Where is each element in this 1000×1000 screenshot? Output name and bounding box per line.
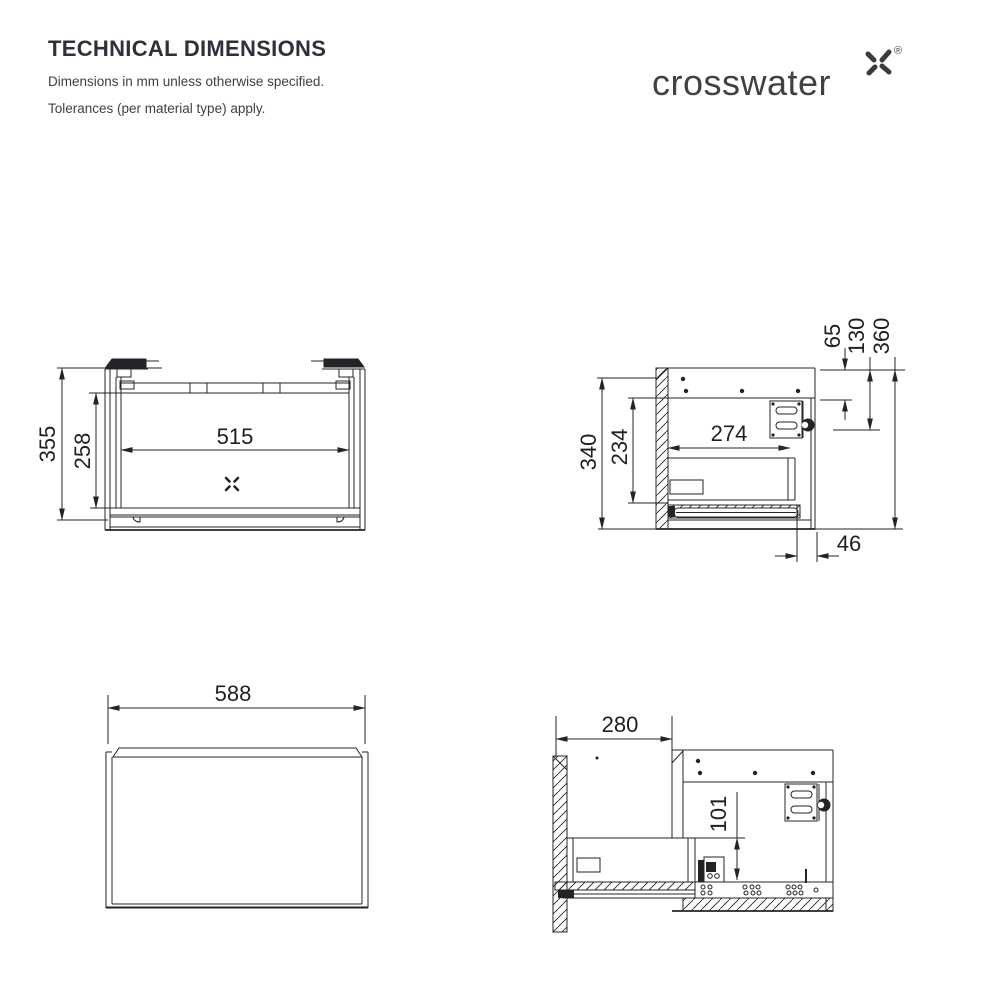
- note-units: Dimensions in mm unless otherwise specif…: [48, 74, 325, 89]
- panel-section-hatch: [655, 367, 669, 530]
- wall-bracket-left: [105, 358, 159, 390]
- dim-label-carcass-height: 340: [576, 434, 601, 471]
- dim-label-hanger-top: 65: [820, 324, 845, 348]
- view-side-open: 280: [552, 712, 834, 933]
- dim-label-hanger-bottom: 130: [844, 318, 869, 355]
- dim-234: 234: [607, 397, 668, 504]
- brand-logo-text: crosswater: [652, 62, 832, 103]
- runner-plate: [694, 869, 834, 899]
- dim-360: 360: [869, 318, 898, 530]
- dim-101: 101: [695, 792, 745, 881]
- view-front-overall: 588: [105, 681, 369, 909]
- dim-588: 588: [107, 681, 366, 744]
- page-title: TECHNICAL DIMENSIONS: [48, 36, 327, 61]
- registered-icon: ®: [894, 45, 902, 57]
- dim-label-internal-height: 258: [70, 433, 95, 470]
- brand-x-mark-icon: ®: [860, 40, 908, 89]
- dim-label-overall-height: 360: [869, 318, 894, 355]
- dim-label-internal-height: 234: [607, 429, 632, 466]
- view-front-closed: 355 258 515: [35, 358, 366, 531]
- dim-46: 46: [775, 505, 861, 562]
- dim-65: 65: [820, 324, 905, 420]
- note-tolerances: Tolerances (per material type) apply.: [48, 101, 266, 116]
- x-mark-icon: [224, 476, 240, 492]
- dim-label-overall-width: 588: [215, 681, 252, 706]
- dim-label-runner-height: 101: [706, 796, 731, 833]
- runner-latch: [698, 856, 725, 883]
- wall-bracket-right: [311, 358, 365, 390]
- dim-280: 280: [555, 712, 673, 756]
- dim-355: 355: [35, 367, 162, 521]
- dim-274: 274: [667, 421, 791, 451]
- dim-label-internal-width: 515: [217, 424, 254, 449]
- dim-label-drawer-extension: 280: [602, 712, 639, 737]
- dim-label-rear-gap: 46: [837, 531, 861, 556]
- dim-515: 515: [120, 424, 350, 453]
- dim-340: 340: [576, 377, 656, 530]
- dim-label-internal-depth: 274: [711, 421, 748, 446]
- dim-label-overall-height: 355: [35, 426, 60, 463]
- hanging-bracket: [784, 783, 831, 822]
- hanging-bracket: [769, 400, 815, 439]
- dim-130: 130: [833, 318, 880, 431]
- drawer-front-section-hatch: [552, 755, 568, 933]
- view-side-closed: 340 234 274: [576, 318, 905, 562]
- dim-258: 258: [70, 392, 157, 509]
